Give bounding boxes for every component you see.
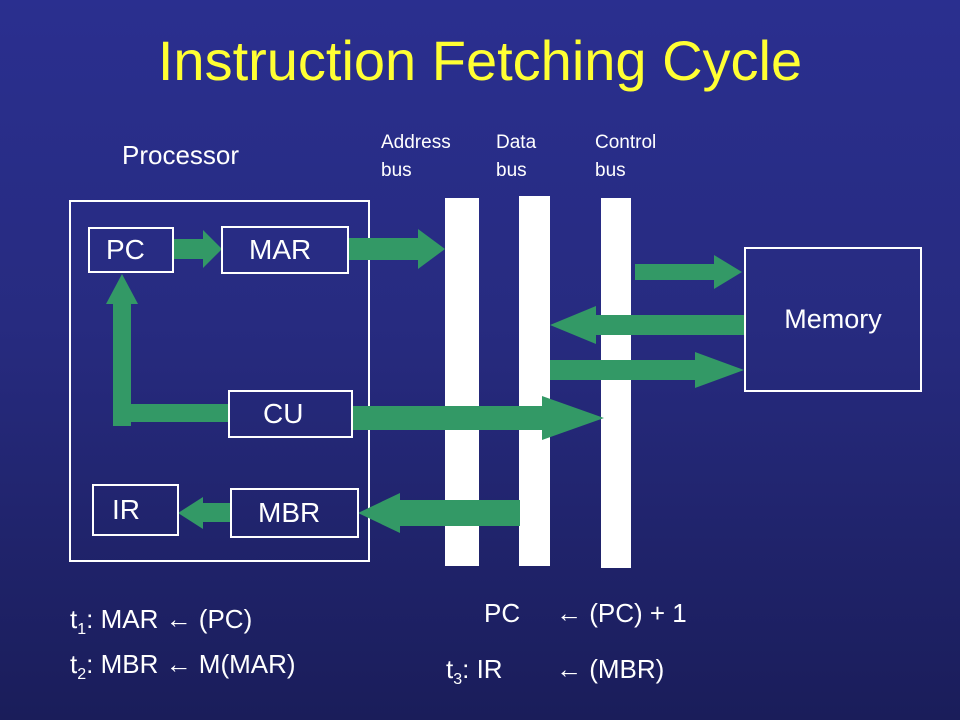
step-t3-lhs: : IR bbox=[462, 654, 503, 684]
step-t1-t: t bbox=[70, 604, 78, 634]
mar-to-address-bus-arrow bbox=[348, 229, 445, 269]
step-t1: t1: MAR ← (PC) bbox=[70, 604, 252, 639]
cu-to-control-bus-arrow bbox=[353, 396, 604, 440]
mar-register-label: MAR bbox=[249, 234, 312, 265]
mbr-to-ir-arrow bbox=[178, 497, 230, 529]
step-t3: t3: IR bbox=[446, 654, 503, 689]
ir-register: IR bbox=[92, 484, 179, 536]
data-bus-label-line2: bus bbox=[496, 160, 527, 181]
address-bus-label: Address bus bbox=[381, 129, 451, 185]
data-bus-to-mbr-arrow bbox=[358, 493, 520, 533]
processor-box bbox=[69, 200, 370, 562]
mbr-register: MBR bbox=[230, 488, 359, 538]
control-bus-label-line1: Control bbox=[595, 132, 657, 153]
step-pc-increment-rhs: ← (PC) + 1 bbox=[556, 598, 687, 628]
memory-box: Memory bbox=[744, 247, 922, 392]
step-t3-t: t bbox=[446, 654, 454, 684]
page-title: Instruction Fetching Cycle bbox=[157, 29, 803, 92]
address-bus-label-line2: bus bbox=[381, 160, 412, 181]
step-pc-increment-lhs: PC bbox=[484, 598, 521, 628]
cu-unit: CU bbox=[228, 390, 353, 438]
pc-to-mar-arrow bbox=[173, 230, 222, 268]
memory-to-data-bus-arrow bbox=[550, 306, 745, 344]
mar-register: MAR bbox=[221, 226, 349, 274]
step-t1-sub: 1 bbox=[77, 621, 87, 639]
data-bus-label-line1: Data bbox=[496, 132, 537, 153]
step-t2-t: t bbox=[70, 649, 78, 679]
control-bus-label-line2: bus bbox=[595, 160, 626, 181]
pc-register: PC bbox=[88, 227, 174, 273]
step-t3-sub: 3 bbox=[453, 671, 463, 689]
pc-register-label: PC bbox=[106, 234, 145, 265]
cu-unit-label: CU bbox=[263, 398, 304, 429]
data-bus-label: Data bus bbox=[496, 129, 536, 185]
cu-to-pc-arrow bbox=[106, 274, 229, 426]
processor-label: Processor bbox=[122, 140, 240, 170]
ir-register-label: IR bbox=[112, 494, 140, 525]
control-bus-label: Control bus bbox=[595, 129, 656, 185]
step-t2-text: : MBR ← M(MAR) bbox=[86, 649, 296, 679]
control-bus-to-memory-arrow bbox=[635, 255, 742, 289]
control-bus bbox=[601, 198, 631, 568]
address-bus-label-line1: Address bbox=[381, 132, 451, 153]
memory-label: Memory bbox=[784, 304, 882, 334]
step-t2: t2: MBR ← M(MAR) bbox=[70, 649, 296, 684]
mbr-register-label: MBR bbox=[258, 497, 321, 528]
data-bus bbox=[519, 196, 550, 566]
step-t3-rhs: ← (MBR) bbox=[556, 654, 665, 684]
step-t2-sub: 2 bbox=[77, 666, 87, 684]
step-t1-text: : MAR ← (PC) bbox=[86, 604, 253, 634]
data-bus-to-memory-arrow bbox=[550, 352, 744, 388]
